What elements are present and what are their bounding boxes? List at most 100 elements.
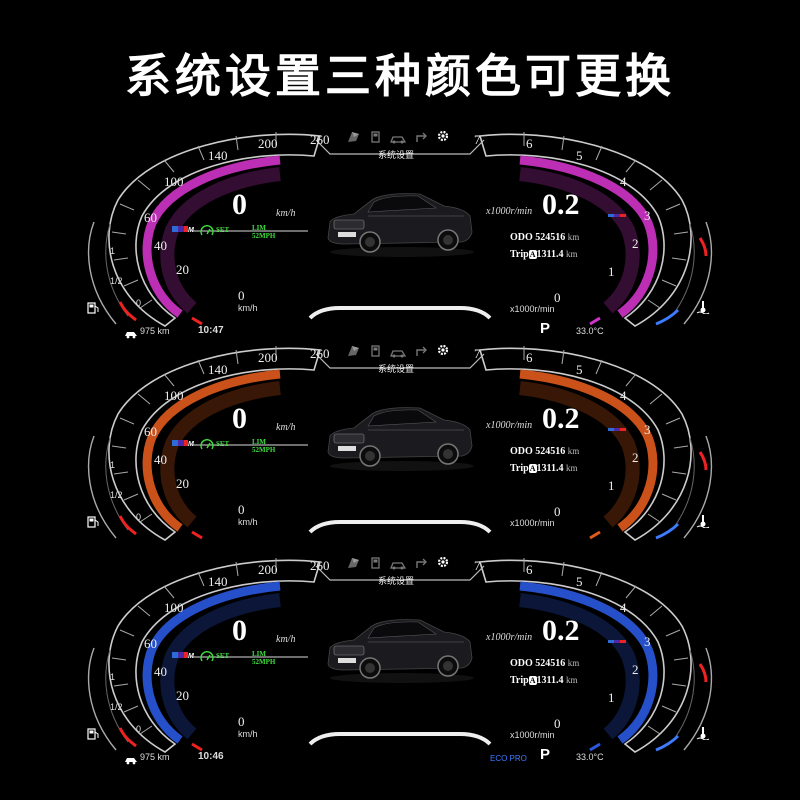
speed-tick-40: 40: [154, 238, 167, 253]
trip-badge: A: [528, 464, 537, 473]
m-stripe: [608, 214, 626, 217]
fuel-label-empty: 0: [136, 298, 142, 308]
rpm-tick-3: 3: [644, 634, 651, 649]
outside-temp: 33.0°C: [576, 326, 604, 336]
speed-value: 0: [232, 614, 247, 647]
car-icon[interactable]: [390, 345, 407, 363]
rpm-unit: x1000r/min: [486, 206, 533, 217]
fuel-label-half: 1/2: [110, 490, 123, 500]
speed-tick-260: 260: [310, 346, 330, 361]
rpm-tick-5: 5: [576, 148, 583, 163]
trip-unit: km: [565, 249, 578, 259]
speed-tick-100: 100: [164, 600, 184, 615]
speed-tick-140: 140: [208, 148, 228, 163]
cruise-control-icon: [200, 438, 214, 456]
car-image: [324, 612, 474, 689]
trip-unit: km: [565, 675, 578, 685]
rpm-tick-0: 0: [554, 504, 561, 519]
gear-icon[interactable]: [436, 129, 450, 148]
racing-flag-icon[interactable]: [346, 344, 360, 362]
gear-icon[interactable]: [436, 343, 450, 362]
settings-label: 系统设置: [378, 364, 415, 374]
fuel-label-full: 1: [110, 672, 116, 682]
speed-tick-100: 100: [164, 388, 184, 403]
rpm-tick-5: 5: [576, 362, 583, 377]
trip-unit: km: [565, 463, 578, 473]
set-label: SET: [216, 652, 230, 660]
rpm-tick-4: 4: [620, 388, 627, 403]
speed-tick-200: 200: [258, 350, 278, 365]
odo-unit: km: [567, 658, 580, 668]
gear-indicator: P: [540, 320, 551, 337]
trip-badge: A: [528, 250, 537, 259]
cluster-panel-2[interactable]: 0 20 40 60 100 140 200 260 0 km/h km/h M…: [80, 342, 720, 564]
svg-text:M: M: [188, 441, 194, 446]
fuel-gauge-icon: [86, 514, 100, 533]
speed-tick-260: 260: [310, 558, 330, 573]
outside-temp: 33.0°C: [576, 752, 604, 762]
fuel-pump-icon[interactable]: [370, 556, 382, 574]
rpm-tick-0: 0: [554, 716, 561, 731]
oil-temp-icon: [696, 726, 710, 745]
speed-unit-bottom: km/h: [238, 729, 258, 739]
odometer: ODO 524516 km: [510, 232, 579, 243]
drive-mode[interactable]: ECO PRO: [490, 754, 527, 763]
odo-label: ODO: [510, 446, 533, 457]
fuel-pump-icon[interactable]: [370, 130, 382, 148]
rpm-tick-7: 7: [474, 346, 481, 361]
gear-icon[interactable]: [436, 555, 450, 574]
rpm-tick-4: 4: [620, 600, 627, 615]
rpm-value: 0.2: [542, 402, 580, 435]
turn-arrow-icon[interactable]: [414, 556, 428, 574]
speed-tick-0: 0: [238, 714, 245, 729]
cluster-panel-3[interactable]: 0 20 40 60 100 140 200 260 0 km/h km/h M…: [80, 554, 720, 776]
rpm-tick-6: 6: [526, 562, 533, 577]
speed-unit: km/h: [276, 422, 296, 433]
racing-flag-icon[interactable]: [346, 556, 360, 574]
clock: 10:46: [198, 751, 224, 762]
svg-text:M: M: [188, 227, 194, 232]
turn-arrow-icon[interactable]: [414, 344, 428, 362]
odo-value: 524516: [535, 658, 566, 669]
odometer: ODO 524516 km: [510, 658, 579, 669]
m-stripe: [608, 640, 626, 643]
gear-indicator: P: [540, 746, 551, 763]
trip-label: Trip: [510, 249, 529, 260]
racing-flag-icon[interactable]: [346, 130, 360, 148]
range-icon: [124, 752, 138, 770]
speed-unit: km/h: [276, 634, 296, 645]
speed-value: 0: [232, 402, 247, 435]
rpm-tick-5: 5: [576, 574, 583, 589]
settings-label: 系统设置: [378, 150, 415, 160]
fuel-pump-icon[interactable]: [370, 344, 382, 362]
gauge-frame: [87, 558, 713, 753]
trip-meter[interactable]: TripA1311.4 km: [510, 675, 577, 686]
speed-tick-20: 20: [176, 688, 189, 703]
car-image: [324, 186, 474, 263]
set-label: SET: [216, 440, 230, 448]
speed-tick-20: 20: [176, 262, 189, 277]
lim-value: 52MPH: [252, 446, 276, 454]
lim-value: 52MPH: [252, 658, 276, 666]
fuel-label-half: 1/2: [110, 702, 123, 712]
trip-meter[interactable]: TripA1311.4 km: [510, 249, 577, 260]
speed-unit-bottom: km/h: [238, 517, 258, 527]
trip-meter[interactable]: TripA1311.4 km: [510, 463, 577, 474]
turn-arrow-icon[interactable]: [414, 130, 428, 148]
speed-tick-60: 60: [144, 210, 157, 225]
cruise-control-icon: [200, 224, 214, 242]
car-icon[interactable]: [390, 557, 407, 575]
rpm-unit-bottom: x1000r/min: [510, 730, 555, 740]
rpm-tick-6: 6: [526, 136, 533, 151]
m-logo: M: [172, 645, 198, 660]
cluster-panel-1[interactable]: 0 20 40 60 100 140 200 260 0 km/h km/h M…: [80, 128, 720, 350]
rpm-tick-7: 7: [474, 132, 481, 147]
speed-tick-40: 40: [154, 664, 167, 679]
car-icon[interactable]: [390, 131, 407, 149]
speed-tick-60: 60: [144, 424, 157, 439]
rpm-tick-7: 7: [474, 558, 481, 573]
rpm-tick-1: 1: [608, 264, 615, 279]
trip-value: 1311.4: [536, 249, 564, 260]
speed-unit-bottom: km/h: [238, 303, 258, 313]
fuel-label-full: 1: [110, 246, 116, 256]
